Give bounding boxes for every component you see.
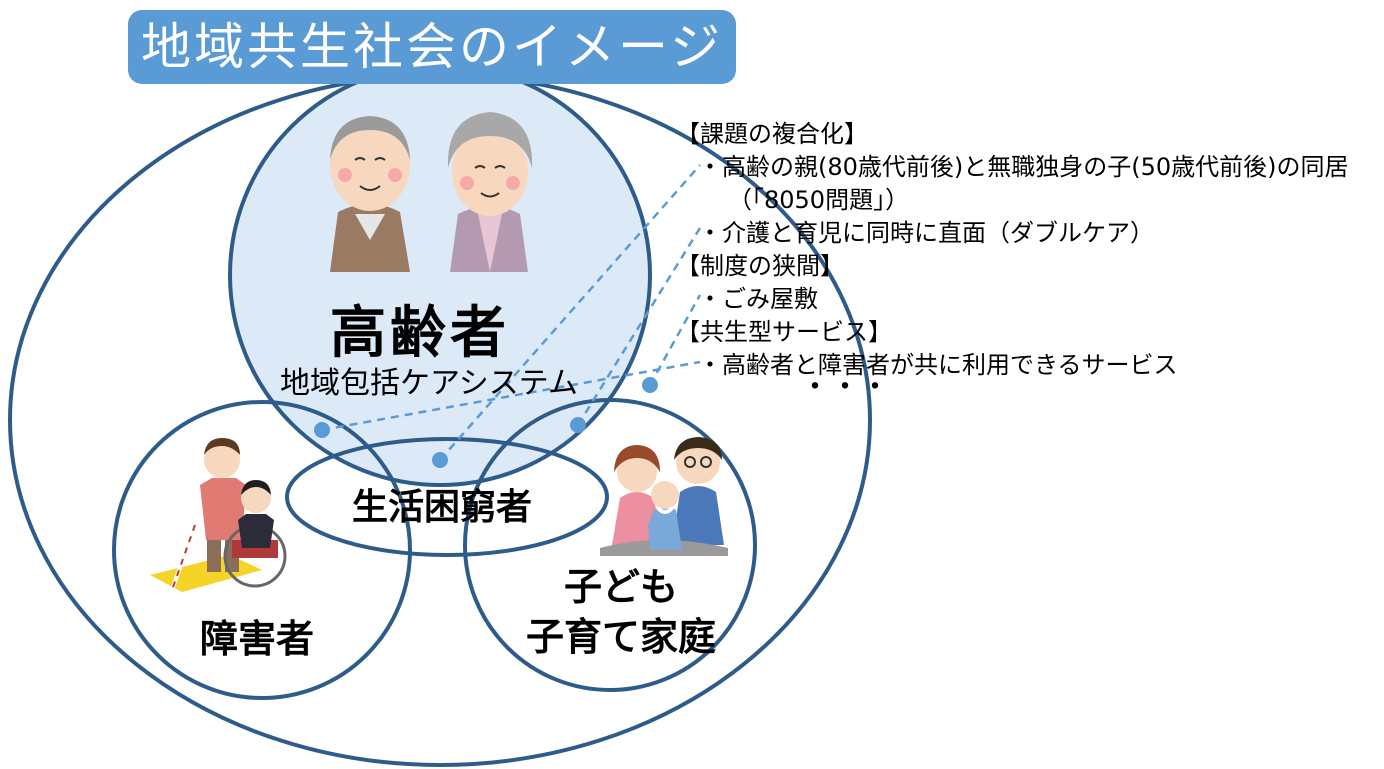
item-double-care: ・介護と育児に同時に直面（ダブルケア） — [698, 219, 1154, 247]
community-care-label: 地域包括ケアシステム — [280, 366, 578, 401]
connector-double-care — [576, 227, 702, 426]
poverty-ellipse — [285, 437, 609, 557]
diagram-title: 地域共生社会のイメージ — [141, 18, 723, 76]
dot-poverty — [432, 452, 448, 468]
dot-disabled-elderly — [314, 422, 330, 438]
heading-complex-issues: 【課題の複合化】 — [676, 120, 868, 148]
item-shared-service: ・高齢者と障害者が共に利用できるサービス — [698, 351, 1178, 379]
elderly-circle — [228, 63, 652, 487]
dot-outer — [642, 377, 658, 393]
disabled-label: 障害者 — [200, 617, 315, 661]
poverty-label: 生活困窮者 — [352, 487, 533, 528]
item-8050-continued: （「8050問題」） — [728, 186, 910, 214]
child-rearing-family-label: 子育て家庭 — [526, 615, 717, 659]
children-label: 子ども — [564, 565, 679, 609]
issues-note-list: 【課題の複合化】 ・高齢の親(80歳代前後)と無職独身の子(50歳代前後)の同居… — [676, 118, 1349, 382]
title-banner: 地域共生社会のイメージ — [128, 10, 736, 84]
family-illustration — [600, 437, 728, 556]
elderly-label: 高齢者 — [330, 301, 510, 366]
disabled-persons-illustration — [150, 438, 287, 592]
disabled-circle — [112, 400, 412, 700]
children-circle — [463, 398, 757, 692]
item-garbage-house: ・ごみ屋敷 — [698, 285, 818, 313]
dot-children-elderly — [570, 417, 586, 433]
heading-symbiotic-service: 【共生型サービス】 — [676, 318, 892, 346]
connector-8050 — [439, 164, 701, 461]
item-8050: ・高齢の親(80歳代前後)と無職独身の子(50歳代前後)の同居 — [698, 153, 1349, 181]
heading-system-gap: 【制度の狭間】 — [676, 252, 844, 280]
elderly-couple-illustration — [330, 112, 533, 272]
ellipsis-dots: ・・・ — [800, 370, 890, 405]
ellipsis-text: ・・・ — [800, 370, 890, 405]
